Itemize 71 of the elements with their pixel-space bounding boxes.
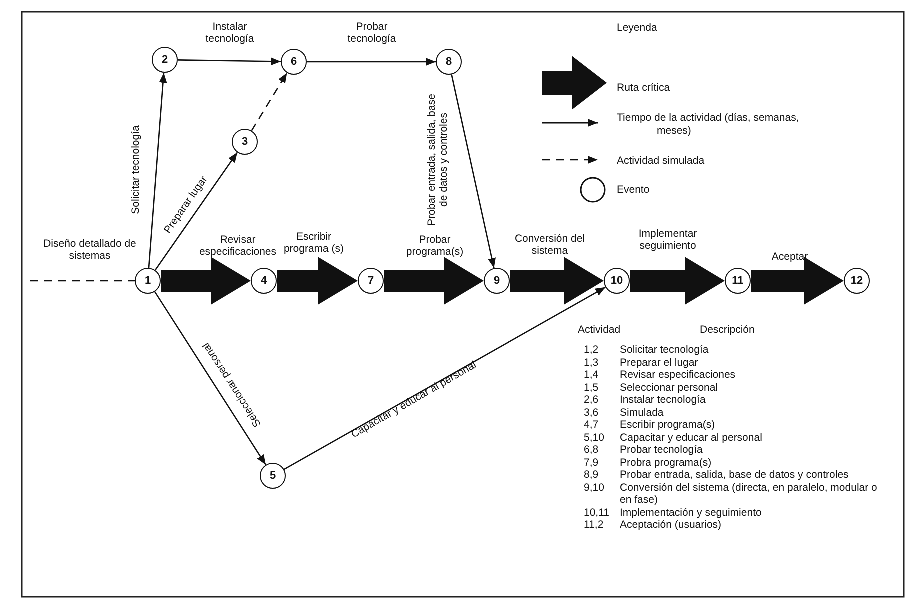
description-text: Instalar tecnología [620, 394, 707, 406]
description-text: Solicitar tecnología [620, 344, 710, 356]
activity-number: 7,9 [583, 456, 600, 469]
description-text: Probra programa(s) [620, 456, 713, 469]
event-circle: 5 [260, 463, 286, 489]
arrow [178, 58, 282, 66]
arrow [284, 286, 606, 470]
legend-text: Evento [617, 184, 651, 196]
dashed-arrow [251, 72, 288, 132]
critical-path-arrow [630, 257, 725, 305]
description-text: Escribir programa(s) [620, 419, 716, 432]
legend-title: Leyenda [617, 22, 658, 34]
arrow [148, 72, 168, 268]
edge-label: Instalar tecnología [204, 21, 256, 45]
edge-label: Probar tecnología [346, 21, 398, 45]
activity-number: 10,11 [583, 506, 610, 519]
description-text: Capacitar y educar al personal [620, 432, 764, 444]
legend-text: Ruta crítica [617, 82, 672, 94]
event-circle: 2 [152, 47, 178, 73]
event-circle: 7 [358, 268, 384, 294]
activity-number: 2,6 [583, 394, 600, 406]
event-circle: 9 [484, 268, 510, 294]
event-circle: 4 [251, 268, 277, 294]
critical-path-arrow [161, 257, 251, 305]
activity-number: 1,5 [583, 382, 600, 394]
description-text: Implementación y seguimiento [620, 506, 763, 519]
description-text: Probar tecnología [620, 444, 704, 456]
edge-label: Diseño detallado de sistemas [42, 238, 138, 262]
column-header: Descripción [700, 324, 755, 336]
activity-number: 11,2 [583, 519, 605, 532]
description-text: Preparar el lugar [620, 356, 700, 369]
description-text: Seleccionar personal [620, 382, 720, 394]
description-text: Conversión del sistema (directa, en paralelo, modular o en fase) [620, 482, 878, 506]
column-header: Actividad [578, 324, 621, 336]
legend-text: Tiempo de la actividad (días, semanas, meses) [617, 112, 800, 137]
arrow [154, 152, 238, 271]
activity-number: 9,10 [583, 482, 606, 496]
event-circle: 12 [844, 268, 870, 294]
edge-label: Implementar seguimiento [638, 228, 698, 252]
critical-path-arrow [510, 257, 604, 305]
activity-number: 1,2 [583, 344, 600, 356]
event-circle: 6 [281, 49, 307, 75]
edge-label: Solicitar tecnología [129, 124, 143, 216]
arrow [154, 292, 267, 466]
arrow [307, 58, 436, 66]
event-circle: 11 [725, 268, 751, 294]
edge-label: Probar entrada, salida, base de datos y controles [426, 93, 450, 228]
description-text: Probar entrada, salida, base de datos y controles [620, 469, 850, 482]
activity-number: 6,8 [583, 444, 600, 456]
activity-number: 1,4 [583, 369, 600, 382]
event-circle: 8 [436, 49, 462, 75]
critical-path-arrow [751, 257, 844, 305]
edge-label: Probar programa(s) [405, 234, 465, 258]
event-circle: 1 [135, 268, 161, 294]
activity-number: 4,7 [583, 419, 600, 432]
activity-number: 8,9 [583, 469, 600, 482]
description-text: Simulada [620, 406, 665, 419]
edge-label: Revisar especificaciones [198, 234, 278, 258]
activity-number: 1,3 [583, 356, 600, 369]
description-text: Aceptación (usuarios) [620, 519, 723, 532]
description-text: Revisar especificaciones [620, 369, 737, 382]
critical-path-arrow [277, 257, 358, 305]
legend-text: Actividad simulada [617, 155, 706, 168]
edge-label: Escribir programa (s) [282, 231, 346, 255]
activity-number: 5,10 [583, 432, 606, 444]
critical-path-arrow [384, 257, 484, 305]
activity-number: 3,6 [583, 406, 600, 419]
edge-label: Conversión del sistema [514, 233, 586, 257]
event-circle: 3 [232, 129, 258, 155]
event-circle: 10 [604, 268, 630, 294]
arrow [451, 74, 496, 268]
